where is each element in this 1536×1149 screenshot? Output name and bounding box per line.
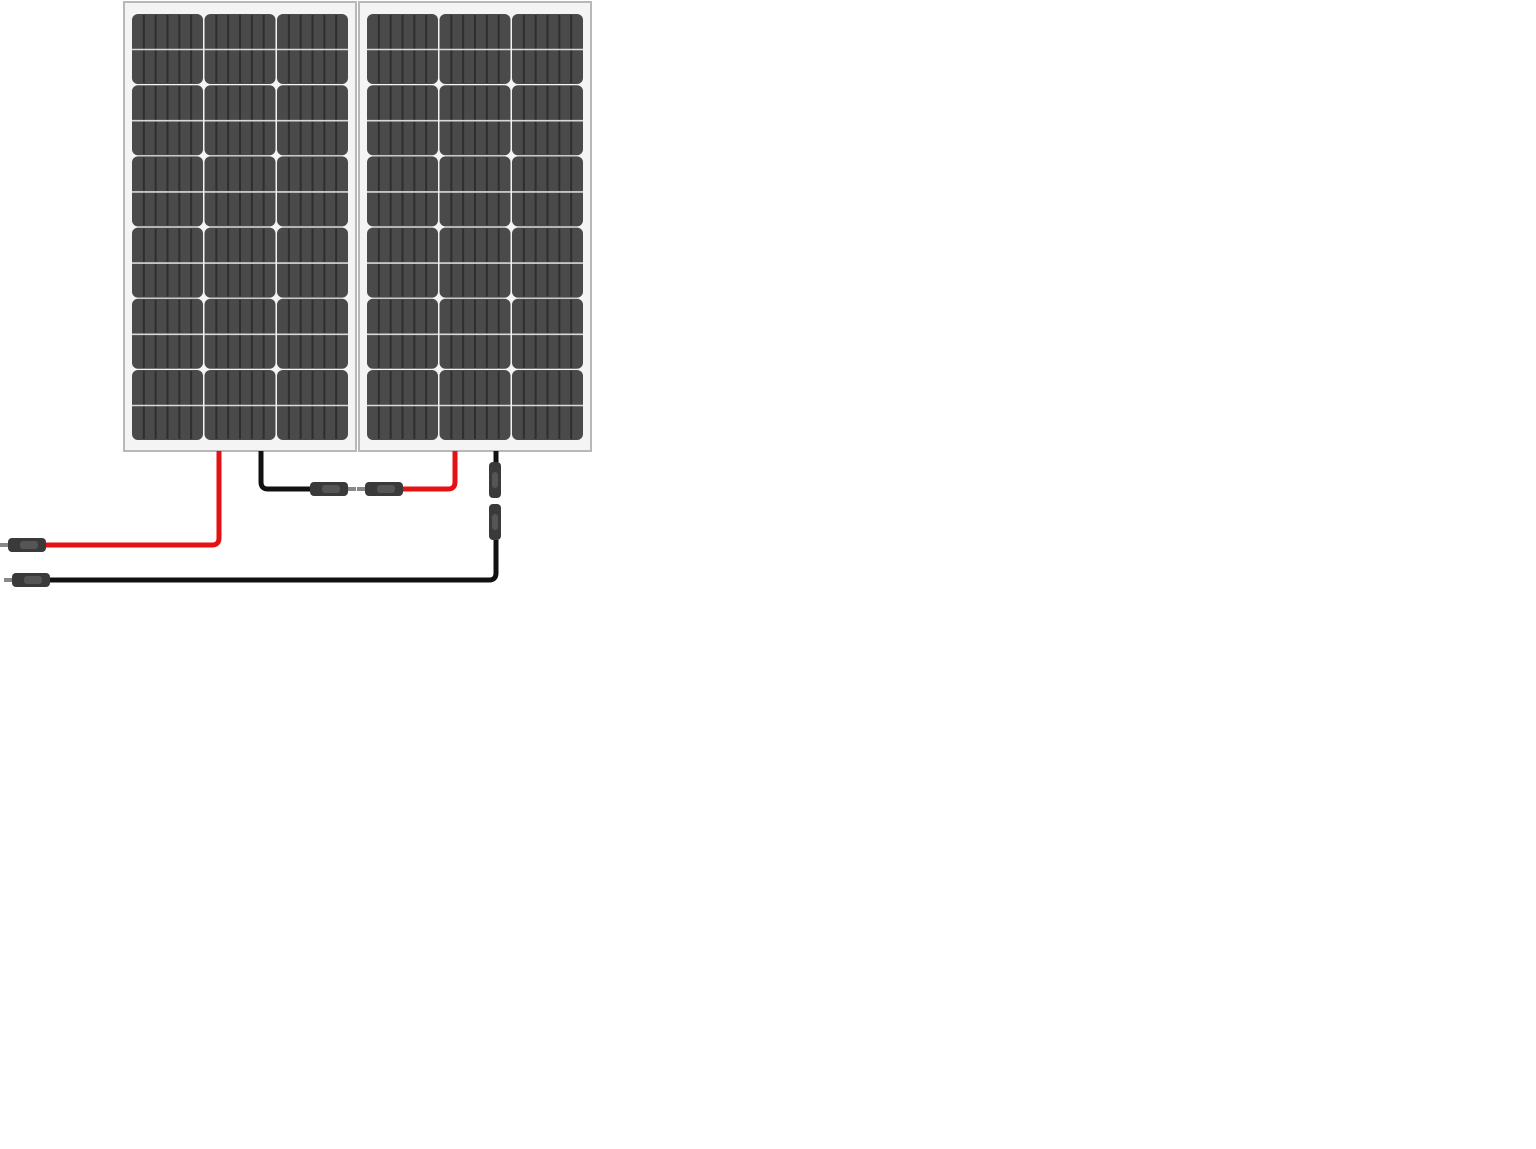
solar-cell	[204, 370, 276, 440]
connector-pin	[4, 578, 12, 582]
solar-cell	[132, 156, 203, 227]
solar-cell	[204, 14, 276, 84]
solar-cell	[277, 14, 348, 84]
positive-output-cable	[45, 451, 222, 548]
solar-cell	[439, 298, 511, 369]
solar-cell	[512, 14, 583, 84]
solar-cell	[367, 227, 438, 298]
solar-cell	[204, 85, 276, 156]
solar-cell	[439, 156, 511, 227]
solar-cell	[277, 227, 348, 298]
connector-grip	[377, 485, 395, 493]
connector-output-negative	[4, 573, 50, 587]
connector-grip	[322, 485, 340, 493]
connector-grip	[492, 514, 498, 530]
connector-output-positive	[0, 538, 46, 552]
solar-cell	[277, 298, 348, 369]
solar-cell	[512, 156, 583, 227]
mc4-connectors	[0, 462, 501, 587]
connector-grip	[492, 472, 498, 488]
solar-cell	[204, 227, 276, 298]
connector-grip	[20, 541, 38, 549]
solar-cell	[512, 298, 583, 369]
solar-cell	[277, 156, 348, 227]
panel-right	[358, 1, 592, 452]
solar-cell	[204, 156, 276, 227]
solar-cell	[439, 14, 511, 84]
solar-cell	[132, 370, 203, 440]
connector-left-negative	[310, 482, 356, 496]
solar-panels	[123, 1, 592, 452]
solar-cell	[367, 156, 438, 227]
solar-cell	[132, 14, 203, 84]
connector-grip	[24, 576, 42, 584]
connector-pin	[0, 543, 8, 547]
solar-cell	[512, 85, 583, 156]
connector-pin	[357, 487, 365, 491]
connector-right-negative	[489, 462, 501, 498]
solar-cell	[277, 85, 348, 156]
panel-left	[123, 1, 357, 452]
solar-cell	[439, 370, 511, 440]
negative-output-cable	[46, 540, 499, 583]
solar-cell	[204, 298, 276, 369]
solar-cell	[367, 14, 438, 84]
left-panel-negative-cable	[258, 451, 312, 492]
solar-cell	[367, 85, 438, 156]
solar-cell	[512, 370, 583, 440]
right-panel-positive-cable	[403, 451, 458, 492]
solar-cell	[367, 298, 438, 369]
solar-cell	[132, 298, 203, 369]
solar-cell	[512, 227, 583, 298]
connector-right-positive	[357, 482, 403, 496]
solar-cell	[132, 85, 203, 156]
solar-cell	[439, 227, 511, 298]
connector-pin	[348, 487, 356, 491]
solar-cell	[132, 227, 203, 298]
solar-cell	[439, 85, 511, 156]
connector-extension-negative	[489, 504, 501, 540]
solar-cell	[277, 370, 348, 440]
cables	[45, 451, 499, 583]
solar-cell	[367, 370, 438, 440]
